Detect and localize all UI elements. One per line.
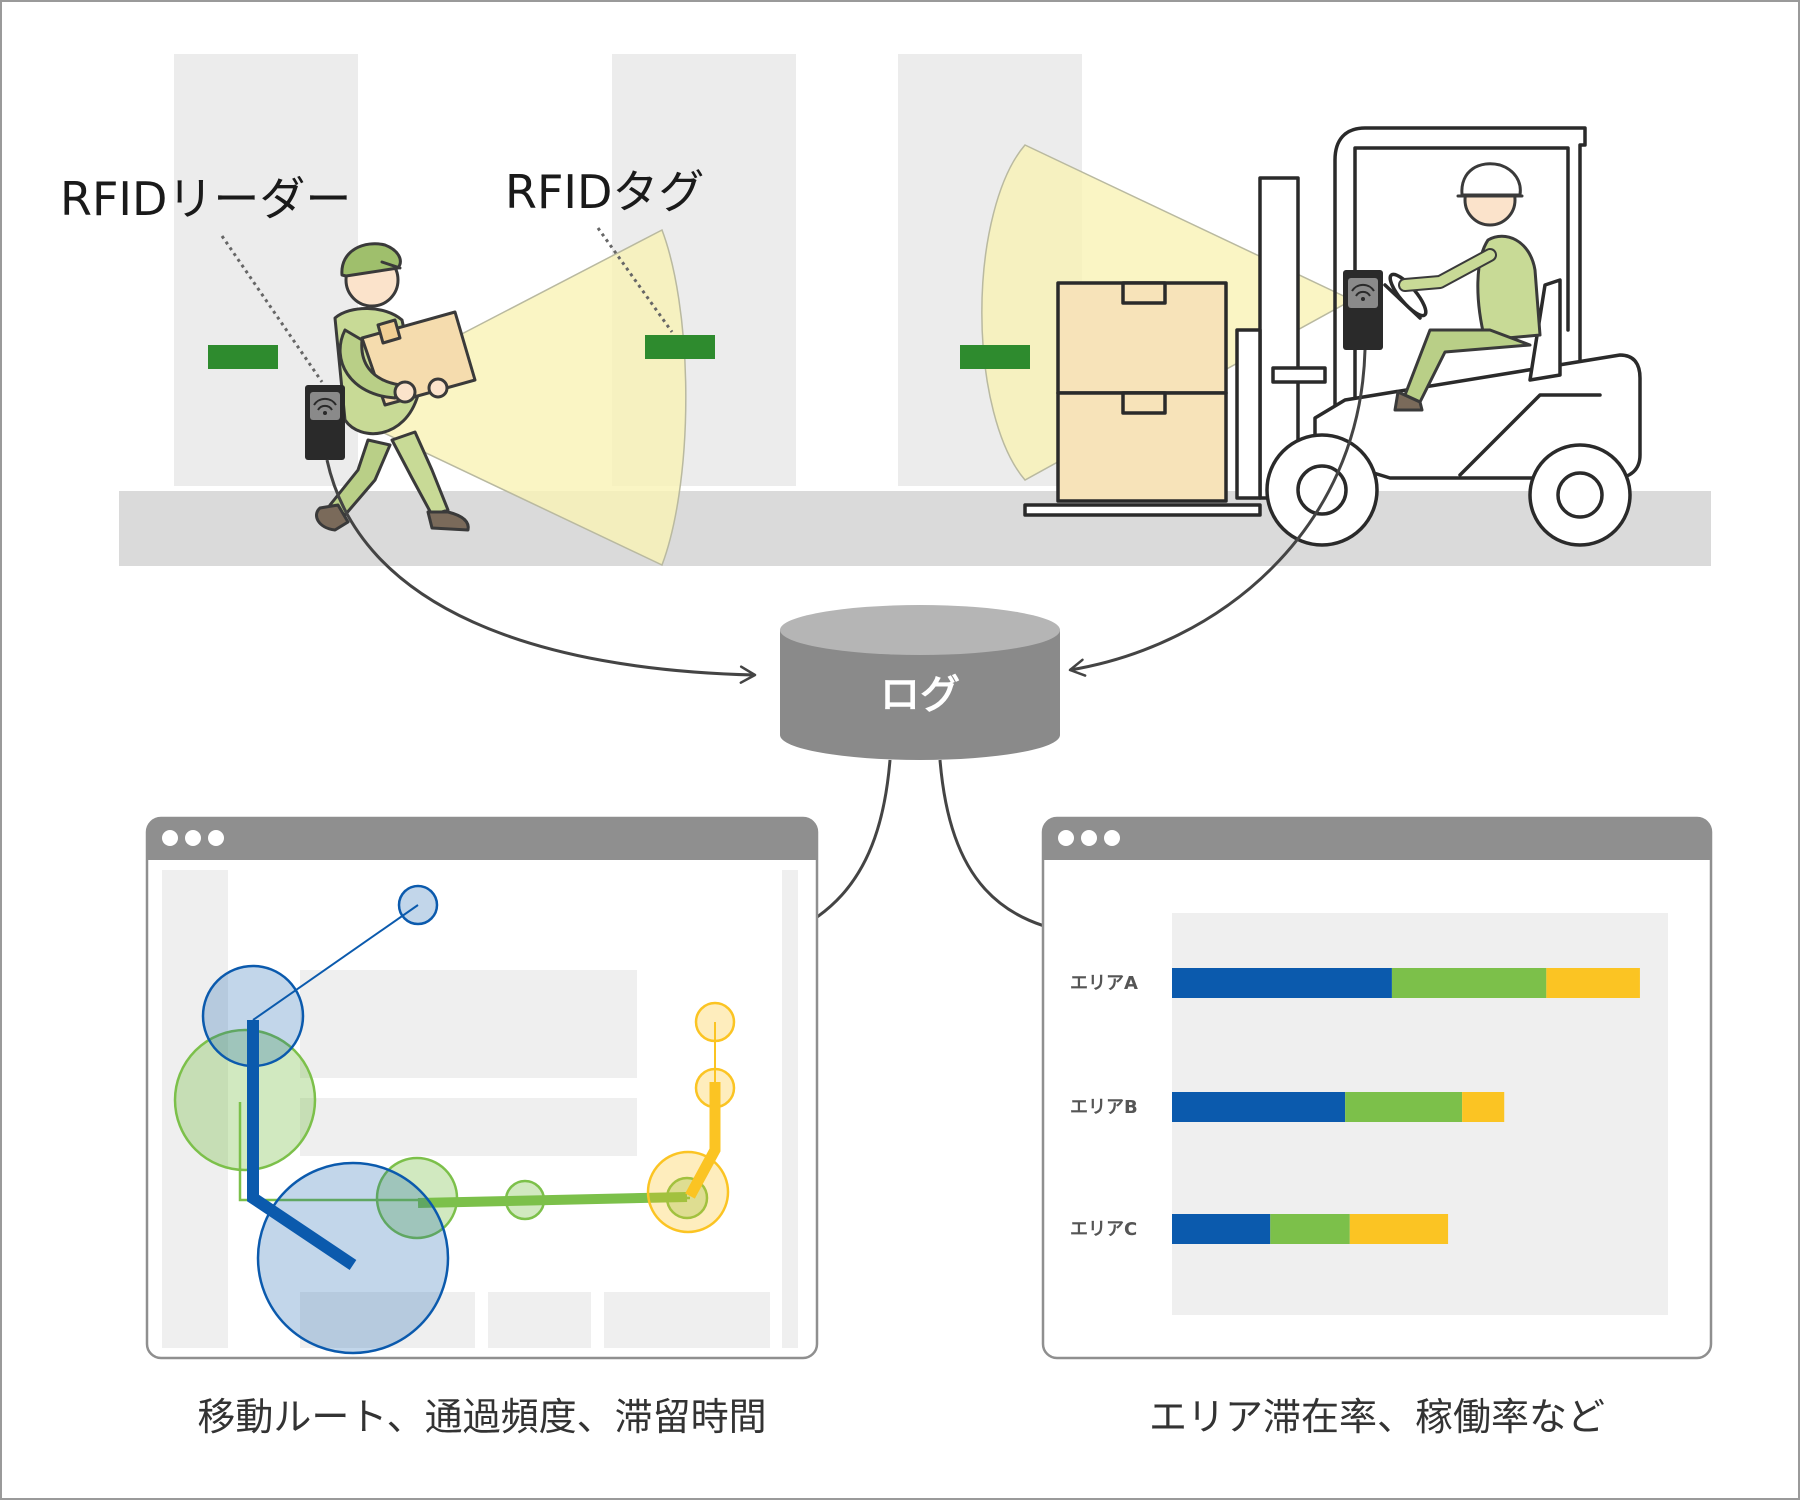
chart-bar-segment-3 — [1349, 1214, 1449, 1244]
rfid-reader-label: RFIDリーダー — [60, 172, 351, 226]
floor-plan-block — [488, 1292, 591, 1348]
window-dot — [1081, 830, 1097, 846]
route-map-window — [145, 816, 819, 1360]
stacked-bar-chart: エリアA エリアB エリアC — [1070, 968, 1640, 1244]
log-database: ログ — [780, 605, 1060, 760]
floor-plan-block — [782, 870, 798, 1348]
floor-plan-block — [162, 870, 228, 1348]
chart-bar-segment-2 — [1345, 1092, 1463, 1122]
green-dwell-circle — [173, 1028, 317, 1172]
chart-bar-segment-3 — [1462, 1092, 1505, 1122]
area-chart-caption: エリア滞在率、稼働率など — [1149, 1395, 1605, 1439]
window-title-bar — [147, 818, 817, 860]
route-map-caption: 移動ルート、通過頻度、滞留時間 — [197, 1395, 766, 1439]
chart-category-label: エリアA — [1070, 973, 1138, 994]
floor-plan-block — [300, 1098, 637, 1156]
reader-beam-left — [323, 228, 687, 567]
blue-route-heavy — [247, 1020, 357, 1270]
chart-bar-segment-3 — [1546, 968, 1640, 998]
worker-illustration — [315, 242, 477, 532]
blue-route-line — [252, 904, 419, 1021]
forklift-illustration — [1023, 126, 1642, 547]
warehouse-floor — [119, 491, 1711, 566]
window-dot — [185, 830, 201, 846]
chart-bar-segment-2 — [1391, 968, 1547, 998]
yellow-route-heavy — [685, 1082, 721, 1199]
chart-category-label: エリアC — [1070, 1219, 1137, 1240]
window-dot — [1058, 830, 1074, 846]
handheld-rfid-reader — [305, 385, 345, 460]
arrow-forklift-to-log — [1068, 349, 1367, 677]
chart-bar-segment-1 — [1172, 1092, 1346, 1122]
blue-dwell-circle — [397, 884, 439, 926]
rfid-tag — [208, 345, 278, 369]
rfid-tag — [645, 335, 715, 359]
chart-bar-segment-1 — [1172, 1214, 1271, 1244]
window-dot — [162, 830, 178, 846]
floor-plan-block — [604, 1292, 770, 1348]
rfid-tag — [960, 345, 1030, 369]
floor-plan-block — [300, 970, 637, 1078]
chart-category-label: エリアB — [1070, 1097, 1138, 1118]
chart-bar-segment-2 — [1270, 1214, 1350, 1244]
green-route-heavy — [417, 1192, 688, 1208]
arrow-reader-to-log — [325, 459, 757, 684]
yellow-dwell-circle — [694, 1001, 736, 1043]
floor-plan-block — [300, 1292, 475, 1348]
reader-leader-line — [220, 235, 324, 383]
log-label: ログ — [880, 672, 960, 718]
chart-bar-segment-1 — [1172, 968, 1392, 998]
window-dot — [1104, 830, 1120, 846]
window-title-bar — [1043, 818, 1711, 860]
rfid-tag-label: RFIDタグ — [505, 165, 704, 219]
forklift-driver — [1393, 162, 1542, 412]
tag-leader-line — [596, 227, 674, 333]
window-dot — [208, 830, 224, 846]
forklift-rfid-reader — [1343, 270, 1383, 350]
area-chart-window: エリアA エリアB エリアC — [1041, 816, 1713, 1360]
